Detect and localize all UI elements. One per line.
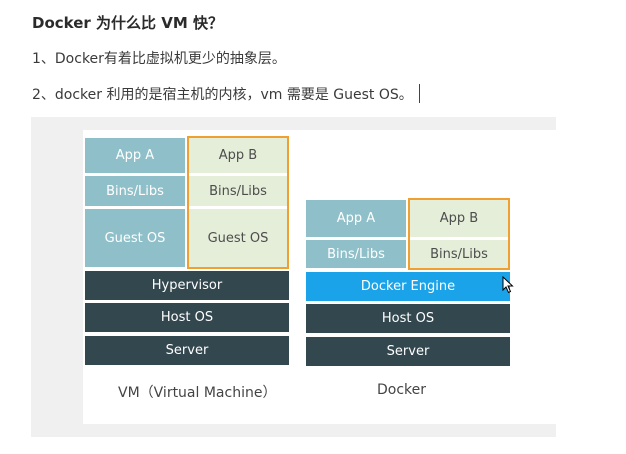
mouse-pointer-icon bbox=[502, 276, 514, 294]
vm-bins-libs-b: Bins/Libs bbox=[189, 176, 287, 206]
point-2-text: 2、docker 利用的是宿主机的内核，vm 需要是 Guest OS。 bbox=[32, 87, 413, 103]
vm-app-a: App A bbox=[85, 138, 185, 173]
docker-engine: Docker Engine bbox=[306, 272, 510, 301]
docker-app-b: App B bbox=[410, 200, 508, 237]
vm-host-os: Host OS bbox=[85, 303, 289, 332]
vm-server: Server bbox=[85, 336, 289, 365]
vm-bins-libs-a: Bins/Libs bbox=[85, 176, 185, 206]
vm-caption: VM（Virtual Machine） bbox=[118, 385, 277, 401]
vm-hypervisor: Hypervisor bbox=[85, 271, 289, 300]
vm-app-b-highlight bbox=[187, 136, 289, 269]
docker-app-b-highlight bbox=[408, 198, 510, 270]
vm-app-b: App B bbox=[189, 138, 287, 173]
vm-guest-os-a: Guest OS bbox=[85, 209, 185, 267]
text-caret bbox=[419, 84, 420, 103]
docker-host-os: Host OS bbox=[306, 304, 510, 333]
point-1-text: 1、Docker有着比虚拟机更少的抽象层。 bbox=[32, 51, 286, 67]
docker-server: Server bbox=[306, 337, 510, 366]
docker-bins-libs-b: Bins/Libs bbox=[410, 240, 508, 268]
docker-app-a: App A bbox=[306, 200, 406, 237]
article-heading: Docker 为什么比 VM 快？ bbox=[32, 14, 223, 32]
docker-bins-libs-a: Bins/Libs bbox=[306, 240, 406, 268]
docker-caption: Docker bbox=[377, 382, 427, 398]
vm-guest-os-b: Guest OS bbox=[189, 209, 287, 267]
